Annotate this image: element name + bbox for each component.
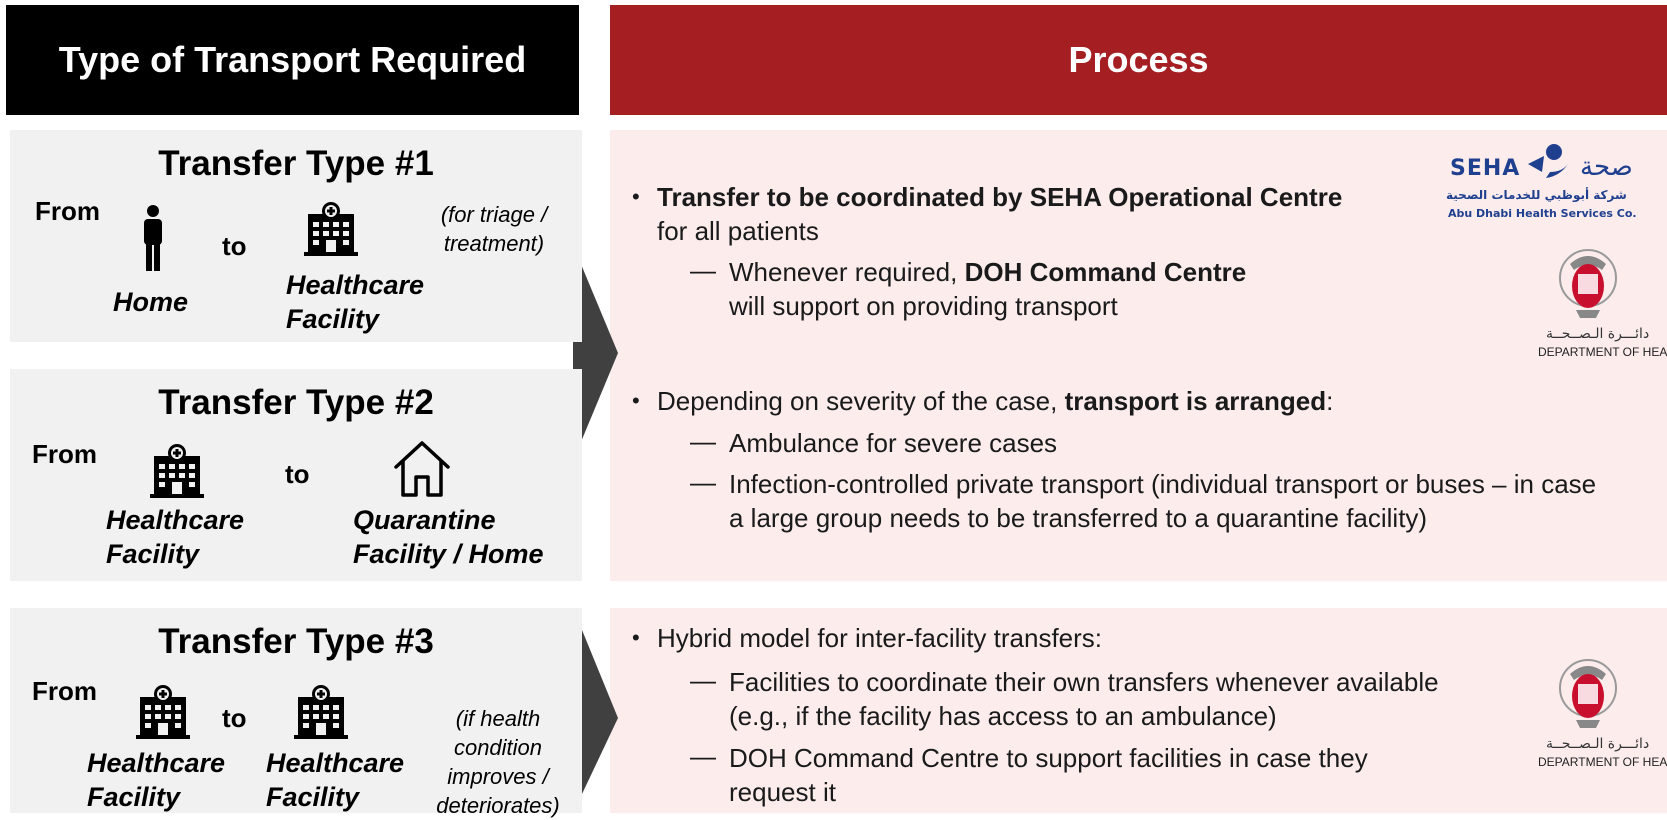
transport-type-header: Type of Transport Required <box>6 5 579 115</box>
bullet-dot: • <box>632 184 640 209</box>
doh-logo: دائـــرة الـصــحــة DEPARTMENT OF HEALTH <box>1538 244 1667 364</box>
falcon-emblem-icon <box>1559 249 1617 318</box>
to-label: to <box>222 231 247 261</box>
process-header: Process <box>610 5 1667 115</box>
house-icon <box>394 441 450 497</box>
seha-logo: SEHA صحة شركة أبوظبي للخدمات الصحية Abu … <box>1446 140 1667 230</box>
transfer-note: (if health condition improves / deterior… <box>436 706 560 818</box>
to-label: to <box>222 703 247 733</box>
origin-label: Healthcare Facility <box>106 505 245 569</box>
transfer-type-3-title: Transfer Type #3 <box>158 622 434 661</box>
process-sub-bullet-2: Ambulance for severe cases <box>729 428 1058 458</box>
sub-bullet-dash: — <box>690 255 716 285</box>
process-sub-bullet-4: Facilities to coordinate their own trans… <box>729 667 1439 731</box>
transfer-type-2-title: Transfer Type #2 <box>158 383 434 422</box>
destination-label: Quarantine Facility / Home <box>353 505 544 569</box>
process-sub-bullet-5: DOH Command Centre to support facilities… <box>729 743 1368 807</box>
transfer-type-1-panel: Transfer Type #1 From to (for triage / t… <box>10 130 582 342</box>
from-label: From <box>32 676 97 706</box>
bullet-dot: • <box>632 388 640 413</box>
process-panel-2 <box>610 608 1667 813</box>
from-label: From <box>35 196 100 226</box>
sub-bullet-dash: — <box>690 665 716 695</box>
process-bullet-3: Hybrid model for inter-facility transfer… <box>657 623 1103 653</box>
hospital-icon <box>304 202 358 256</box>
destination-label: Healthcare Facility <box>266 748 405 812</box>
falcon-emblem-icon <box>1559 659 1617 728</box>
process-header-label: Process <box>1068 39 1209 80</box>
sub-bullet-dash: — <box>690 426 716 456</box>
transfer-type-3-panel: Transfer Type #3 From to (if health c <box>10 608 582 818</box>
from-label: From <box>32 439 97 469</box>
transport-type-header-label: Type of Transport Required <box>58 39 527 80</box>
process-bullet-2: Depending on severity of the case, trans… <box>657 386 1334 416</box>
to-label: to <box>285 459 310 489</box>
origin-label: Healthcare Facility <box>87 748 226 812</box>
transfer-type-2-panel: Transfer Type #2 From to Healthcare Faci… <box>10 369 582 581</box>
chevron-arrow-icon <box>573 608 618 813</box>
hospital-icon <box>136 685 190 739</box>
chevron-arrow-icon <box>573 245 618 461</box>
hospital-icon <box>294 685 348 739</box>
person-icon <box>144 205 162 271</box>
hospital-icon <box>150 444 204 498</box>
transfer-type-1-title: Transfer Type #1 <box>158 144 434 183</box>
sub-bullet-dash: — <box>690 741 716 771</box>
sub-bullet-dash: — <box>690 467 716 497</box>
process-panel-1 <box>610 130 1667 581</box>
bullet-dot: • <box>632 625 640 650</box>
doh-logo: دائـــرة الـصــحــة DEPARTMENT OF HEALTH <box>1538 654 1667 774</box>
process-bullet-1: Transfer to be coordinated by SEHA Opera… <box>657 182 1343 246</box>
origin-label: Home <box>113 287 189 317</box>
seha-emblem-icon <box>1528 144 1568 178</box>
process-sub-bullet-3: Infection-controlled private transport (… <box>729 469 1597 533</box>
destination-label: Healthcare Facility <box>286 270 425 334</box>
process-sub-bullet-1: Whenever required, DOH Command Centre wi… <box>729 257 1247 321</box>
transfer-note: (for triage / treatment) <box>440 202 548 256</box>
